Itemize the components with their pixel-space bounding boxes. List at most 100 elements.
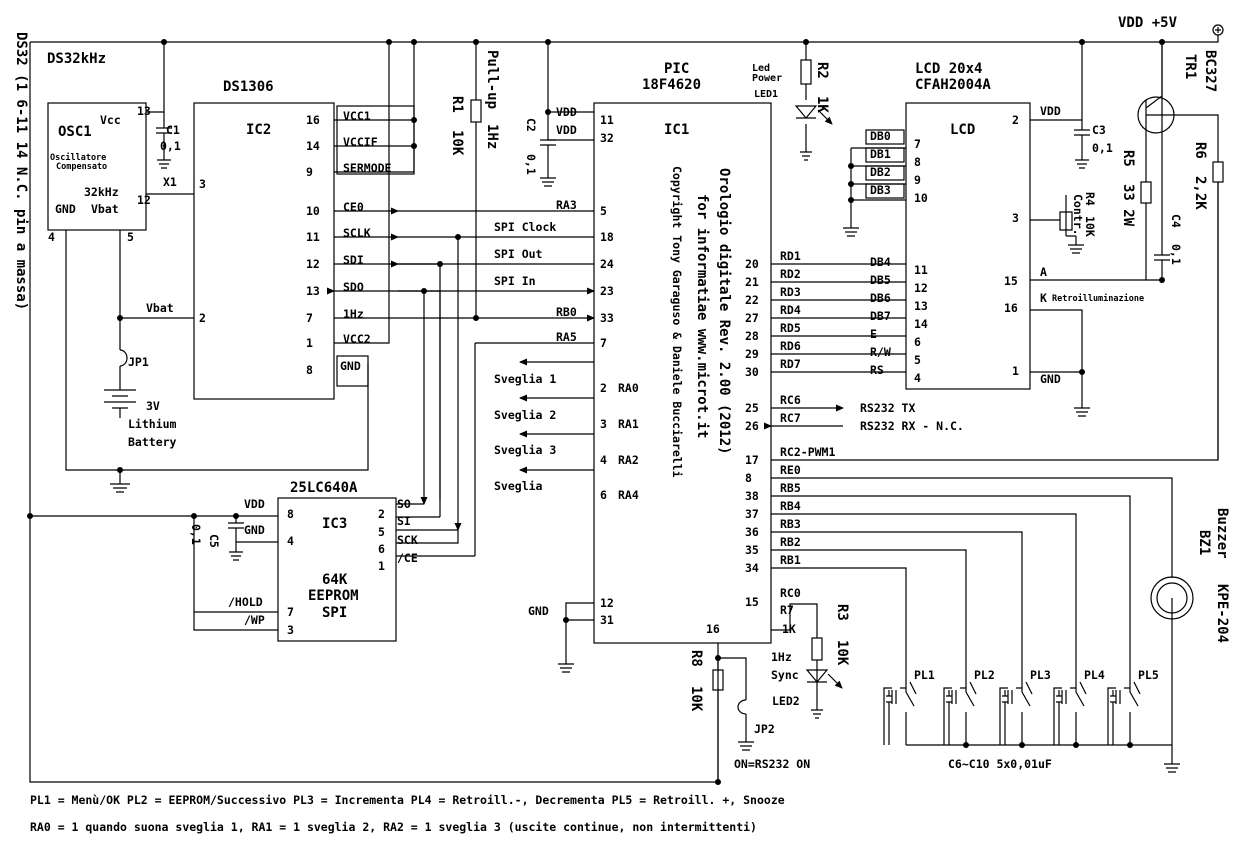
r4-note: Contr. [1071, 194, 1085, 236]
r5-value: 33 2W [1120, 184, 1136, 227]
ic1-right-pin-number: 21 [745, 275, 759, 289]
osc-pin-4: 4 [48, 230, 55, 244]
ic1-copyright-text: Copyright Tony Garaguso & Daniele Buccia… [670, 166, 684, 478]
ic2-pin-label: SDO [343, 280, 364, 294]
ic1-right-pin-number: 38 [745, 489, 759, 503]
ic3-pin-6: 6 [378, 542, 385, 556]
lcd-pin-label: R/W [870, 345, 891, 359]
ic2-pin-number: 16 [306, 113, 320, 127]
ic3-ce: /CE [397, 551, 418, 565]
r2-value: 1K [814, 96, 830, 113]
ic1-right-pin-label: RD2 [780, 267, 801, 281]
lcd-pin-15: 15 [1004, 274, 1018, 288]
ic3-label1: 64K [322, 572, 348, 588]
jp1-name: JP1 [128, 355, 149, 369]
ic1-pin-16: 16 [706, 622, 720, 636]
lcd-pin-label: DB6 [870, 291, 891, 305]
c3-name: C3 [1092, 123, 1106, 137]
ic3-hold: /HOLD [228, 595, 263, 609]
lcd-pin-number: 13 [914, 299, 928, 313]
lcd-pin-box [865, 183, 905, 199]
ic1-right-pin-number: 29 [745, 347, 759, 361]
ic2-pin-label: SERMODE [343, 161, 392, 175]
ic2-vbat-pin: 2 [199, 311, 206, 325]
ic1-right-pin-label: RC7 [780, 411, 801, 425]
led1-name: LED1 [754, 89, 778, 100]
lcd-pin-number: 14 [914, 317, 928, 331]
lcd-k: K [1040, 291, 1047, 305]
lcd-pin-label: RS [870, 363, 884, 377]
ic2-pin-number: 8 [306, 363, 313, 377]
osc-pin-12: 12 [137, 193, 151, 207]
lcd-pin-number: 11 [914, 263, 928, 277]
osc-vbat-label: Vbat [91, 202, 119, 216]
ic1-right-pin-label: RC2-PWM1 [780, 445, 835, 459]
ic1-gnd-pin2: 31 [600, 613, 614, 627]
ic1-right-pin-label: RC6 [780, 393, 801, 407]
ic2-pin-label: SCLK [343, 226, 371, 240]
push-button-pl3: PL3 [999, 668, 1051, 745]
push-button-pl2: PL2 [943, 668, 995, 745]
r5-name: R5 [1120, 150, 1136, 167]
tr1-name: TR1 [1182, 54, 1198, 79]
c2-name: C2 [524, 118, 538, 132]
osc-module-label: DS32kHz [47, 51, 106, 67]
rs232-rx: RS232 RX - N.C. [860, 419, 964, 433]
lcd-pin-label: DB7 [870, 309, 891, 323]
lcd-pin-label: E [870, 327, 877, 341]
push-button-pl1: PL1 [883, 668, 935, 745]
lcd-pin-number: 12 [914, 281, 928, 295]
vdd-label: VDD +5V [1118, 15, 1178, 31]
buzzer-label2: KPE-204 [1214, 584, 1230, 643]
lcd-pin-label: DB4 [870, 255, 891, 269]
ic3-si: SI [397, 514, 411, 528]
ic1-gnd-pin1: 12 [600, 596, 614, 610]
ic1-right-pin-label: RB5 [780, 481, 801, 495]
push-button-label: PL1 [914, 668, 935, 682]
lcd-pin-box [865, 165, 905, 181]
led2-label2: Sync [771, 668, 799, 682]
caps-note: C6~C10 5x0,01uF [948, 757, 1052, 771]
push-button-label: PL3 [1030, 668, 1051, 682]
legend-line-2: RA0 = 1 quando suona sveglia 1, RA1 = 1 … [30, 820, 757, 834]
ic2-name: IC2 [246, 122, 271, 138]
led1-label2: Power [752, 73, 782, 84]
ic3-pin-7: 7 [287, 605, 294, 619]
lcd-pin-label: DB1 [870, 147, 891, 161]
lcd-pin-2: 2 [1012, 113, 1019, 127]
lcd-pin-box [865, 147, 905, 163]
r6-value: 2,2K [1192, 176, 1208, 210]
lcd-vdd: VDD [1040, 104, 1061, 118]
lcd-pin-number: 6 [914, 335, 921, 349]
ic1-left-pin-number: 4 [600, 453, 607, 467]
r1-value: 10K [449, 130, 465, 156]
spi-out-label: SPI Out [494, 247, 543, 261]
ic3-pin-8: 8 [287, 507, 294, 521]
push-button-pl5: PL5 [1107, 668, 1159, 745]
ic3-label2: EEPROM [308, 588, 359, 604]
rs232-tx: RS232 TX [860, 401, 915, 415]
led1-label1: Led [752, 63, 770, 74]
ic2-pin-label: 1Hz [343, 307, 364, 321]
ic1-left-pin-label: RA0 [618, 381, 639, 395]
ic3-pin-1: 1 [378, 559, 385, 573]
r1-note1: Pull-up [484, 50, 500, 109]
ic1-vdd-2: VDD [556, 123, 577, 137]
r1-note2: 1Hz [484, 124, 500, 149]
osc-desc1: Oscillatore [50, 152, 106, 163]
r3-value: 10K [834, 640, 850, 666]
lcd-pin-number: 4 [914, 371, 921, 385]
ic2-pin-label: CE0 [343, 200, 364, 214]
ic3-pin-4: 4 [287, 534, 294, 548]
ic2-pin-label: VCCIF [343, 135, 378, 149]
r7-name: R7 [780, 603, 794, 617]
ic1-right-pin-number: 35 [745, 543, 759, 557]
ic3-name: IC3 [322, 516, 347, 532]
ic1-right-pin-number: 34 [745, 561, 759, 575]
lcd-pin-label: DB5 [870, 273, 891, 287]
push-button-label: PL2 [974, 668, 995, 682]
legend-line-1: PL1 = Menù/OK PL2 = EEPROM/Successivo PL… [30, 793, 785, 807]
